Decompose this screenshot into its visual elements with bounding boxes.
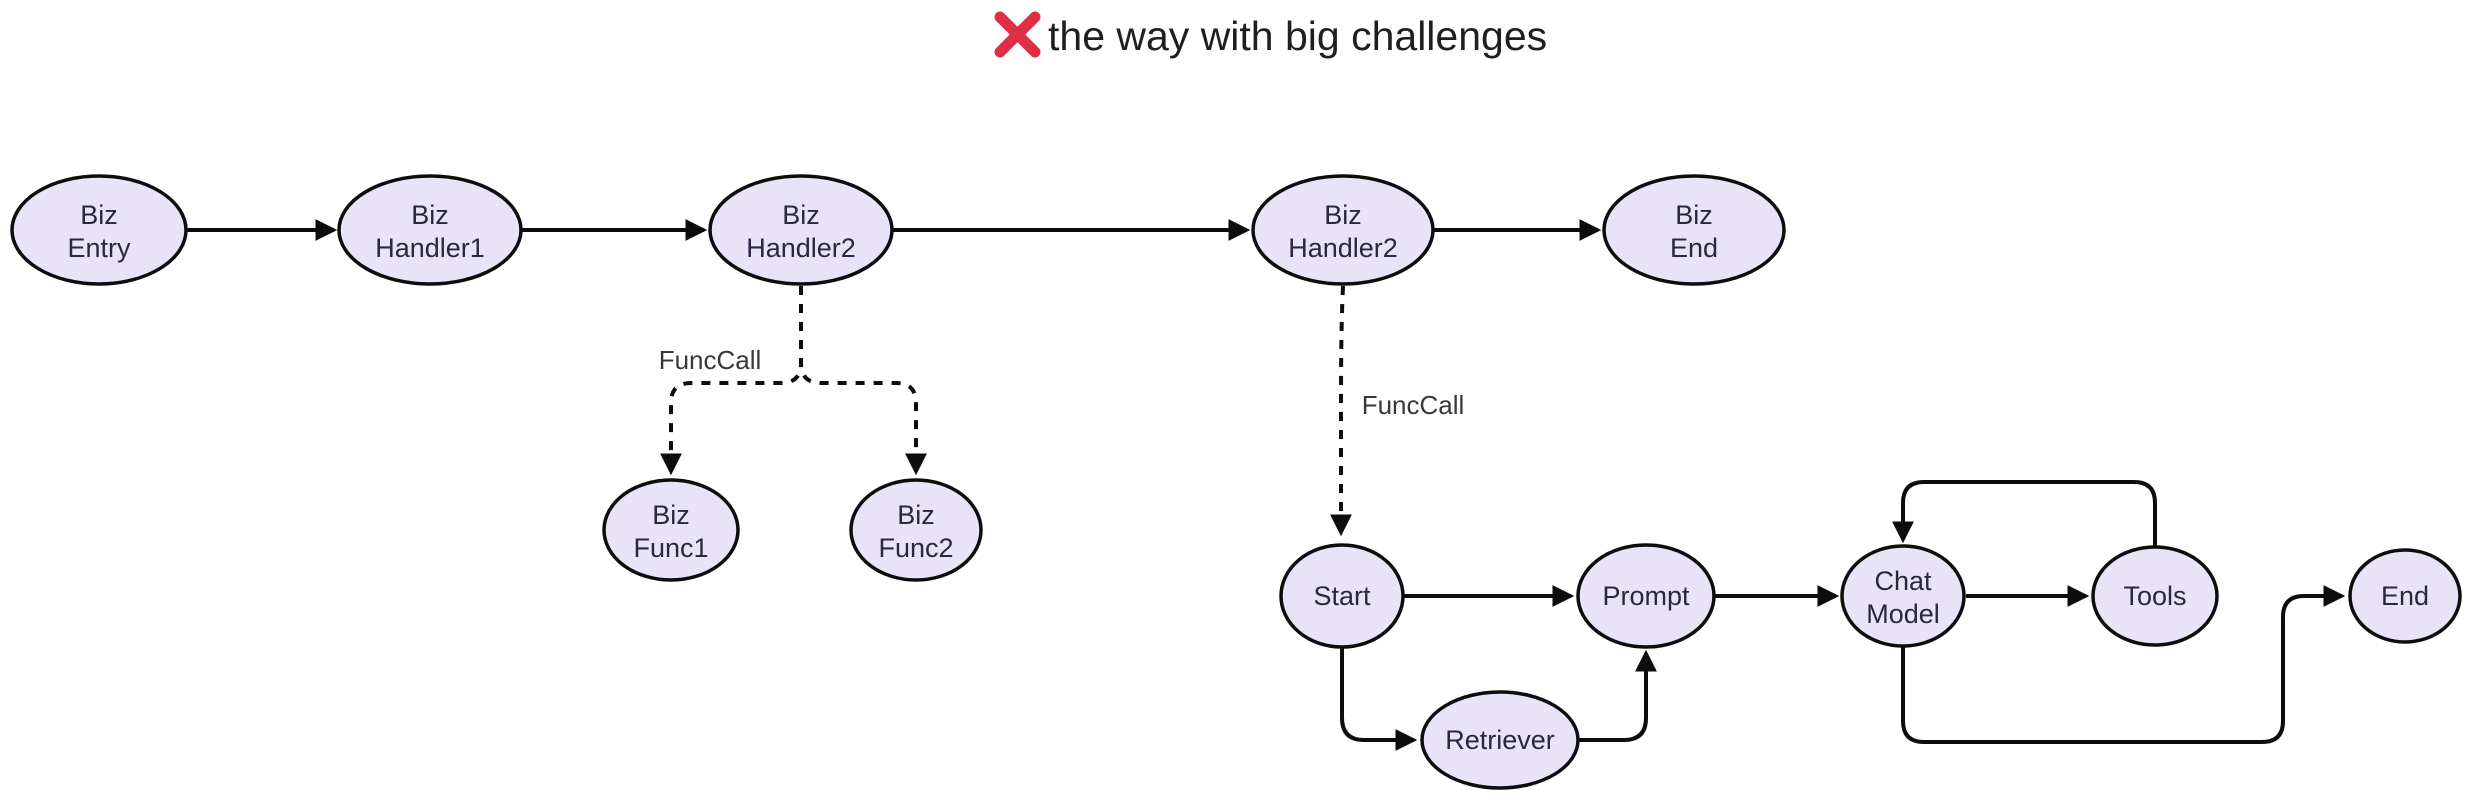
node-biz-end: Biz End: [1602, 174, 1786, 286]
node-biz-handler2-b: Biz Handler2: [1251, 174, 1435, 286]
node-chat-model-shape: [1840, 544, 1966, 648]
node-retriever-label: Retriever: [1445, 725, 1555, 755]
edge-start-retriever: [1340, 648, 1418, 751]
node-biz-handler2-a-label-line1: Biz: [782, 200, 820, 230]
node-biz-end-label-line1: Biz: [1675, 200, 1713, 230]
edge-label-funccall-2: FuncCall: [1362, 390, 1465, 420]
edge-bizhandler2b-start: [1330, 285, 1352, 537]
node-biz-func1: Biz Func1: [602, 478, 740, 582]
node-end-shape: [2348, 548, 2462, 644]
node-biz-handler2-b-label-line2: Handler2: [1288, 233, 1398, 263]
node-biz-handler2-b-shape: [1251, 174, 1435, 286]
node-end: End: [2348, 548, 2462, 644]
edges-solid: [187, 219, 2346, 751]
node-chat-model-label-line1: Chat: [1874, 566, 1932, 596]
node-biz-handler2-a: Biz Handler2: [708, 174, 894, 286]
node-biz-func2-shape: [849, 478, 983, 582]
node-prompt: Prompt: [1576, 543, 1716, 649]
node-biz-func2-label-line2: Func2: [878, 533, 953, 563]
red-cross-icon: [994, 11, 1041, 58]
diagram-title: the way with big challenges: [994, 11, 1547, 59]
node-prompt-label: Prompt: [1602, 581, 1690, 611]
node-biz-func2: Biz Func2: [849, 478, 983, 582]
node-biz-handler1-shape: [337, 174, 523, 286]
edge-tools-chatmodel-loop: [1892, 480, 2157, 546]
node-biz-entry-label-line2: Entry: [67, 233, 131, 263]
node-chat-model: Chat Model: [1840, 544, 1966, 648]
edges-dashed: [660, 285, 1352, 537]
node-biz-handler1: Biz Handler1: [337, 174, 523, 286]
node-end-label: End: [2381, 581, 2429, 611]
node-retriever: Retriever: [1420, 690, 1580, 790]
edge-chatmodel-end: [1901, 585, 2346, 744]
node-biz-func2-label-line1: Biz: [897, 500, 935, 530]
node-chat-model-label-line2: Model: [1866, 599, 1940, 629]
node-biz-func1-label-line2: Func1: [633, 533, 708, 563]
title-text: the way with big challenges: [1048, 13, 1547, 59]
node-tools: Tools: [2091, 545, 2219, 647]
node-start-shape: [1279, 543, 1405, 649]
node-biz-entry: Biz Entry: [10, 174, 188, 286]
edge-bizhandler2a-bizfunc1: [660, 286, 803, 476]
node-biz-end-label-line2: End: [1670, 233, 1718, 263]
node-tools-label: Tools: [2123, 581, 2186, 611]
edge-retriever-prompt: [1579, 649, 1657, 742]
node-biz-func1-label-line1: Biz: [652, 500, 690, 530]
node-biz-handler1-label-line1: Biz: [411, 200, 449, 230]
node-biz-handler1-label-line2: Handler1: [375, 233, 485, 263]
node-biz-entry-label-line1: Biz: [80, 200, 118, 230]
node-biz-func1-shape: [602, 478, 740, 582]
node-biz-handler2-a-shape: [708, 174, 894, 286]
node-retriever-shape: [1420, 690, 1580, 790]
node-prompt-shape: [1576, 543, 1716, 649]
node-start-label: Start: [1313, 581, 1371, 611]
node-start: Start: [1279, 543, 1405, 649]
edge-bizhandler2a-bizfunc2: [799, 286, 927, 476]
edge-label-funccall-1: FuncCall: [659, 345, 762, 375]
node-biz-handler2-b-label-line1: Biz: [1324, 200, 1362, 230]
node-tools-shape: [2091, 545, 2219, 647]
node-biz-end-shape: [1602, 174, 1786, 286]
node-biz-handler2-a-label-line2: Handler2: [746, 233, 856, 263]
node-biz-entry-shape: [10, 174, 188, 286]
